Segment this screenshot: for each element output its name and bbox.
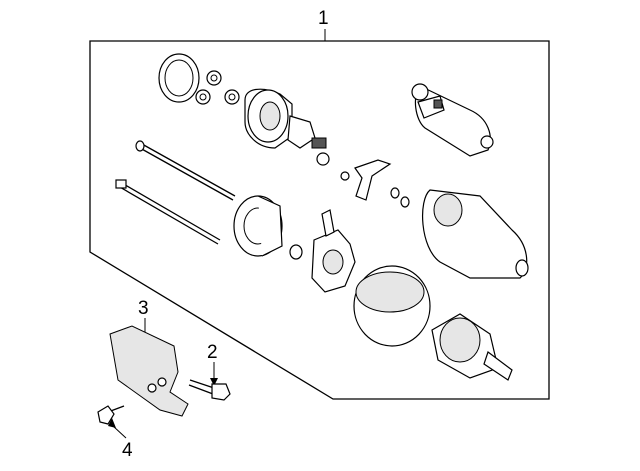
roller-set[interactable] [195, 70, 240, 105]
brush-holder[interactable] [311, 209, 356, 293]
callout-4-arrowhead [108, 418, 116, 428]
callout-2-label[interactable]: 2 [207, 342, 218, 363]
heat-shield[interactable] [109, 325, 189, 417]
assembly-outline [89, 40, 550, 400]
mounting-bolt[interactable] [188, 379, 231, 401]
field-frame-yoke[interactable] [353, 265, 431, 347]
o-ring-seal[interactable] [158, 53, 200, 103]
commutator-end-frame[interactable] [233, 195, 303, 260]
callout-1-label[interactable]: 1 [318, 8, 329, 29]
solenoid-switch[interactable] [411, 83, 494, 157]
drive-lever[interactable] [340, 159, 410, 208]
armature[interactable] [431, 313, 513, 381]
through-bolt-lower[interactable] [115, 179, 221, 245]
starter-housing[interactable] [421, 189, 529, 279]
callout-2-arrowhead [210, 378, 218, 386]
clutch-pinion-assembly[interactable] [244, 88, 330, 166]
through-bolt-upper[interactable] [135, 140, 236, 201]
shield-bolt[interactable] [97, 405, 125, 425]
callout-4-leader [112, 425, 127, 439]
callout-4-label[interactable]: 4 [122, 440, 133, 461]
callout-3-label[interactable]: 3 [138, 298, 149, 319]
